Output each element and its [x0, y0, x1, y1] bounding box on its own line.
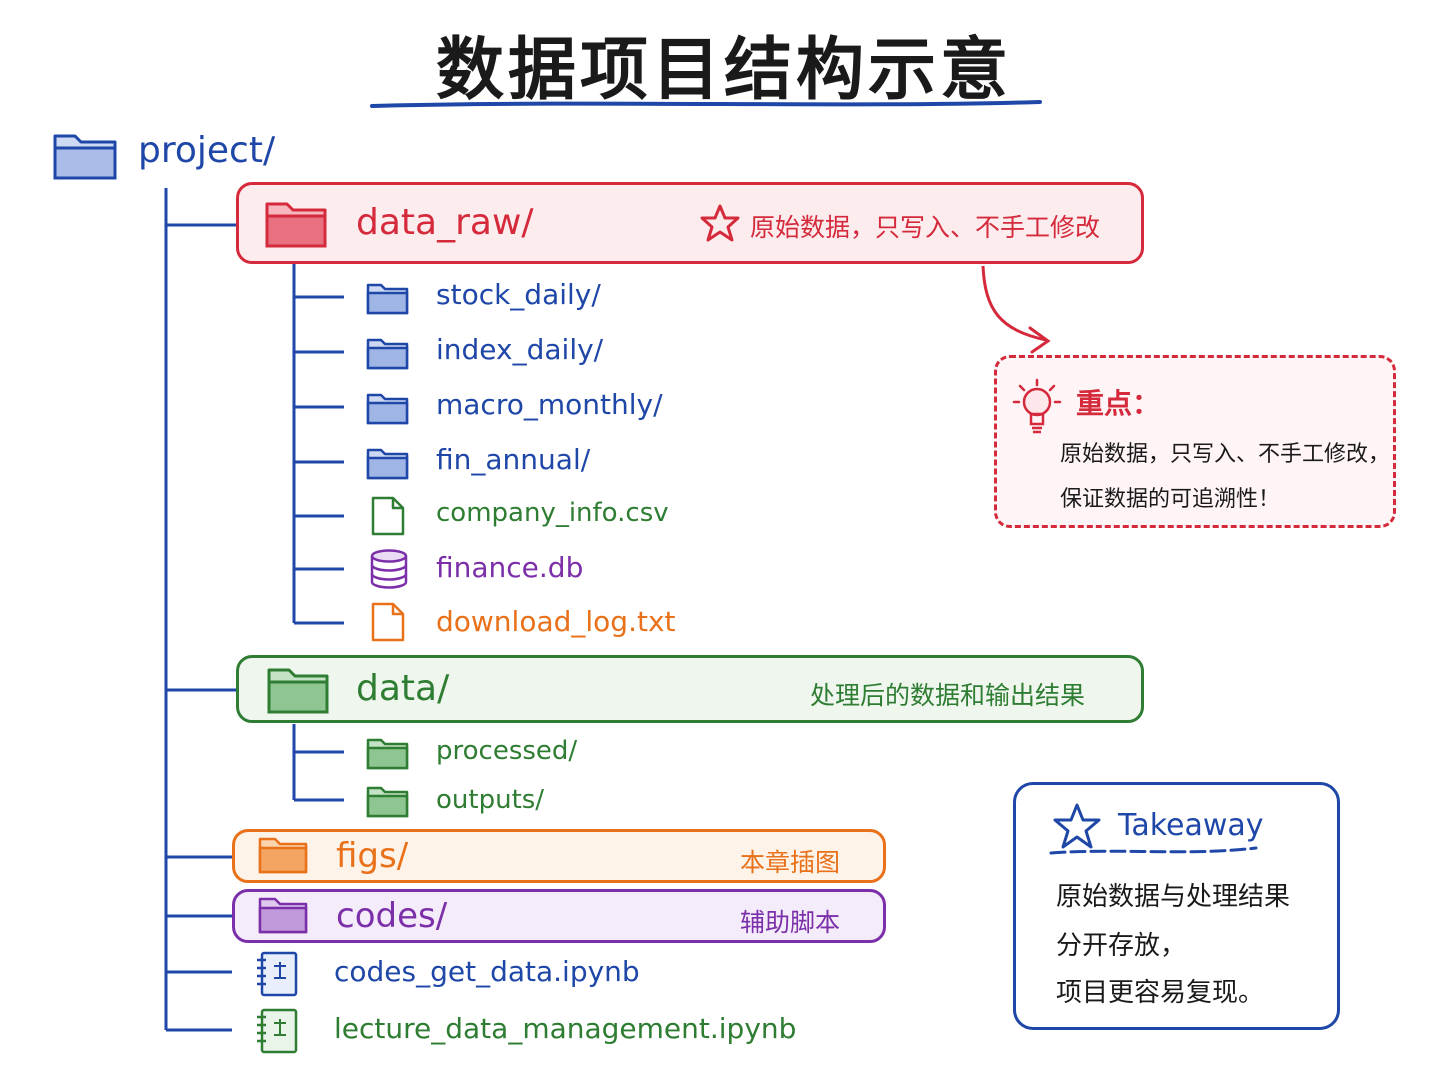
folder-icon: [258, 837, 308, 874]
takeaway-line-2: 分开存放，: [1056, 931, 1187, 961]
child-fin-annual[interactable]: fin_annual/: [436, 443, 591, 476]
takeaway-underline: [1049, 846, 1258, 855]
data-raw-note: 原始数据，只写入、不手工修改: [750, 213, 1101, 242]
notebook-lecture-data-management[interactable]: lecture_data_management.ipynb: [334, 1012, 797, 1045]
file-icon: [371, 496, 405, 536]
child-index-daily[interactable]: index_daily/: [436, 333, 604, 366]
folder-icon: [53, 134, 117, 180]
child-processed[interactable]: processed/: [436, 736, 578, 766]
notebook-codes-get-data[interactable]: codes_get_data.ipynb: [334, 955, 640, 988]
title-underline: [370, 100, 1042, 108]
folder-icon: [366, 738, 409, 770]
child-finance-db[interactable]: finance.db: [436, 551, 584, 584]
takeaway-line-3: 项目更容易复现。: [1056, 978, 1265, 1008]
child-company-info[interactable]: company_info.csv: [436, 498, 669, 528]
database-icon: [370, 549, 408, 589]
star-icon: [700, 204, 740, 242]
notebook-icon: [257, 1008, 298, 1054]
codes-note: 辅助脚本: [740, 908, 841, 937]
codes-box[interactable]: [232, 889, 886, 943]
notebook-icon: [257, 951, 298, 997]
folder-icon: [267, 668, 329, 714]
takeaway-box: [1013, 782, 1340, 1030]
folder-icon: [265, 202, 327, 248]
data-box[interactable]: [236, 655, 1144, 723]
folder-icon: [366, 786, 409, 818]
folder-icon: [366, 283, 409, 315]
page-title: 数据项目结构示意: [435, 31, 1012, 110]
child-macro-monthly[interactable]: macro_monthly/: [436, 388, 663, 421]
codes-label: codes/: [336, 896, 448, 936]
folder-icon: [366, 448, 409, 480]
callout-arrow: [981, 265, 1047, 342]
callout-line-1: 原始数据，只写入、不手工修改，: [1060, 442, 1391, 467]
figs-box[interactable]: [232, 829, 886, 883]
folder-icon: [366, 338, 409, 370]
folder-icon: [258, 897, 308, 934]
data-label: data/: [356, 668, 450, 709]
child-stock-daily[interactable]: stock_daily/: [436, 278, 601, 311]
data-raw-label: data_raw/: [356, 202, 534, 243]
figs-note: 本章插图: [740, 848, 841, 877]
folder-icon: [366, 393, 409, 425]
child-download-log[interactable]: download_log.txt: [436, 605, 676, 638]
data-raw-box[interactable]: [236, 182, 1144, 264]
figs-label: figs/: [336, 836, 409, 876]
child-outputs[interactable]: outputs/: [436, 785, 545, 815]
takeaway-heading: Takeaway: [1118, 808, 1264, 843]
callout-box: [994, 355, 1396, 528]
callout-line-2: 保证数据的可追溯性！: [1060, 487, 1281, 512]
lightbulb-icon: [1012, 378, 1062, 434]
file-icon: [371, 602, 405, 642]
root-folder-label[interactable]: project/: [138, 130, 276, 171]
data-note: 处理后的数据和输出结果: [810, 681, 1086, 710]
callout-heading: 重点：: [1076, 387, 1161, 420]
star-icon: [1053, 803, 1101, 849]
takeaway-line-1: 原始数据与处理结果: [1056, 882, 1291, 912]
